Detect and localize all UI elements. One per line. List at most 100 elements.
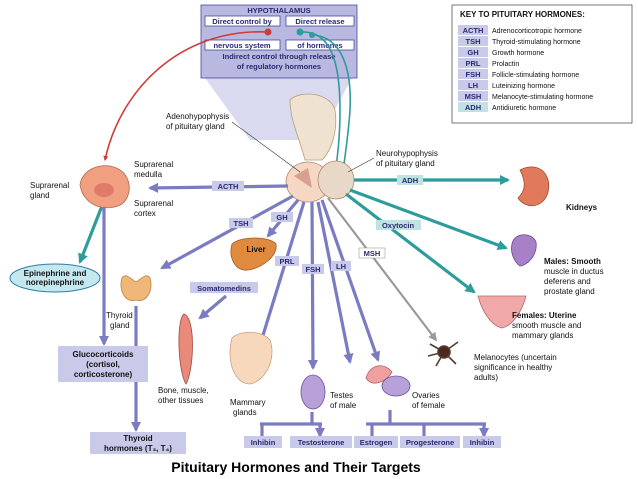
uterus-shape [477, 295, 527, 329]
neurohypophysis [317, 160, 355, 200]
inhibin-female-label: Inhibin [470, 438, 495, 447]
key-name: Antidiuretic hormone [492, 105, 556, 112]
males-label-2: muscle in ductus [544, 267, 604, 276]
adeno-leader [231, 121, 301, 173]
epinephrine-badge [9, 263, 101, 293]
key-abbr: PRL [466, 59, 481, 68]
progesterone-label: Progesterone [406, 438, 454, 447]
hypothalamus-title: HYPOTHALAMUS [247, 6, 310, 15]
mammary-label-1: Mammary [230, 398, 266, 407]
tsh-label: TSH [234, 219, 249, 228]
gluco-label-3: corticosterone) [74, 370, 133, 379]
direct-release-line2: of hormones [297, 41, 342, 50]
prl-arrow [257, 201, 306, 347]
direct-control-line2: nervous system [213, 41, 270, 50]
suprarenal-cortex-label-2: cortex [134, 209, 156, 218]
teal-axon-1 [299, 31, 341, 183]
inhibin-male-label: Inhibin [251, 438, 276, 447]
key-name: Luteinizing hormone [492, 83, 555, 90]
somatomedins-arrow [198, 294, 228, 320]
epinephrine-label-2: norepinephrine [26, 278, 85, 287]
key-abbr: MSH [465, 92, 482, 101]
liver-label: Liver [246, 245, 265, 254]
testosterone-label: Testosterone [298, 438, 345, 447]
key-abbr: ADH [465, 103, 481, 112]
ovaries-label-2: of female [412, 401, 445, 410]
key-title: KEY TO PITUITARY HORMONES: [460, 10, 585, 19]
testes-shape [300, 374, 326, 410]
males-label-3: deferens and [544, 277, 591, 286]
fsh-lh-to-ovary [320, 199, 381, 362]
msh-label: MSH [364, 249, 381, 258]
liver-shape [230, 237, 277, 271]
thyroid-gland-shape [120, 275, 152, 302]
melano-label-3: adults) [474, 373, 498, 382]
thyroid-hormones-label-1: Thyroid [123, 434, 152, 443]
suprarenal-medulla-label-1: Suprarenal [134, 160, 173, 169]
direct-release-line1: Direct release [295, 17, 344, 26]
glucocorticoids-box [58, 346, 148, 382]
red-neuron-axon [103, 31, 269, 162]
key-name: Prolactin [492, 61, 519, 68]
fsh-label: FSH [306, 265, 321, 274]
females-label-2: smooth muscle and [512, 321, 581, 330]
acth-label: ACTH [218, 182, 239, 191]
suprarenal-medulla-shape [94, 183, 114, 197]
estrogen-label: Estrogen [360, 438, 393, 447]
gluco-label-2: (cortisol, [86, 360, 120, 369]
direct-control-line1: Direct control by [212, 17, 272, 26]
epinephrine-label-1: Epinephrine and [24, 269, 87, 278]
key-name: Thyroid-stimulating hormone [492, 39, 581, 46]
thyroid-label-1: Thyroid [106, 311, 133, 320]
teal-axon-2 [311, 34, 352, 183]
gluco-label-1: Glucocorticoids [73, 350, 134, 359]
testes-label-2: of male [330, 401, 357, 410]
indirect-control-line1: Indirect control through release [223, 52, 336, 61]
bone-label-1: Bone, muscle, [158, 386, 209, 395]
adeno-label-line2: of pituitary gland [166, 122, 225, 131]
key-name: Melanocyte-stimulating hormone [492, 94, 593, 101]
melano-label-1: Melanocytes (uncertain [474, 353, 557, 362]
muscle-shape [178, 313, 193, 385]
thyroid-hormones-label-2: hormones (T₃, T₄) [104, 444, 172, 453]
ovary-outputs [366, 410, 486, 436]
key-name: Follicle-stimulating hormone [492, 72, 579, 79]
suprarenal-cortex-label-1: Suprarenal [134, 199, 173, 208]
key-name: Growth hormone [492, 50, 544, 57]
bone-label-2: other tissues [158, 396, 203, 405]
males-label-1: Males: Smooth [544, 257, 601, 266]
prostate-shape [511, 234, 537, 267]
key-items: ACTH Adrenocorticotropic hormone TSH Thy… [458, 25, 593, 112]
mammary-shape [229, 331, 273, 385]
msh-arrow [327, 197, 438, 342]
suprarenal-gland-label-1: Suprarenal [30, 181, 69, 190]
melano-label-2: significance in healthy [474, 363, 552, 372]
males-label-4: prostate gland [544, 287, 595, 296]
mammary-label-2: glands [233, 408, 257, 417]
fallopian-shape [365, 365, 393, 384]
adenohypophysis-wedge [294, 168, 312, 188]
tsh-arrow [160, 194, 294, 270]
ovaries-label-1: Ovaries [412, 391, 440, 400]
key-abbr: TSH [466, 37, 481, 46]
suprarenal-medulla-label-2: medulla [134, 170, 163, 179]
fsh-arrow [307, 201, 319, 371]
melanocyte-shape [427, 341, 459, 367]
key-abbr: LH [468, 81, 478, 90]
adeno-label-line1: Adenohypophysis [166, 112, 229, 121]
oxytocin-label: Oxytocin [382, 221, 415, 230]
testes-outputs [260, 412, 322, 436]
adh-label: ADH [402, 176, 418, 185]
figure-caption: Pituitary Hormones and Their Targets [171, 459, 421, 475]
lh-label: LH [336, 262, 346, 271]
suprarenal-gland-label-2: gland [30, 191, 50, 200]
thyroid-label-2: gland [110, 321, 130, 330]
gh-label: GH [276, 213, 287, 222]
key-abbr: FSH [466, 70, 481, 79]
testes-label-1: Testes [330, 391, 353, 400]
somatomedins-label: Somatomedins [197, 284, 251, 293]
oxytocin-arrow-females [345, 192, 476, 294]
indirect-control-line2: of regulatory hormones [237, 62, 321, 71]
epinephrine-arrow [78, 205, 104, 264]
